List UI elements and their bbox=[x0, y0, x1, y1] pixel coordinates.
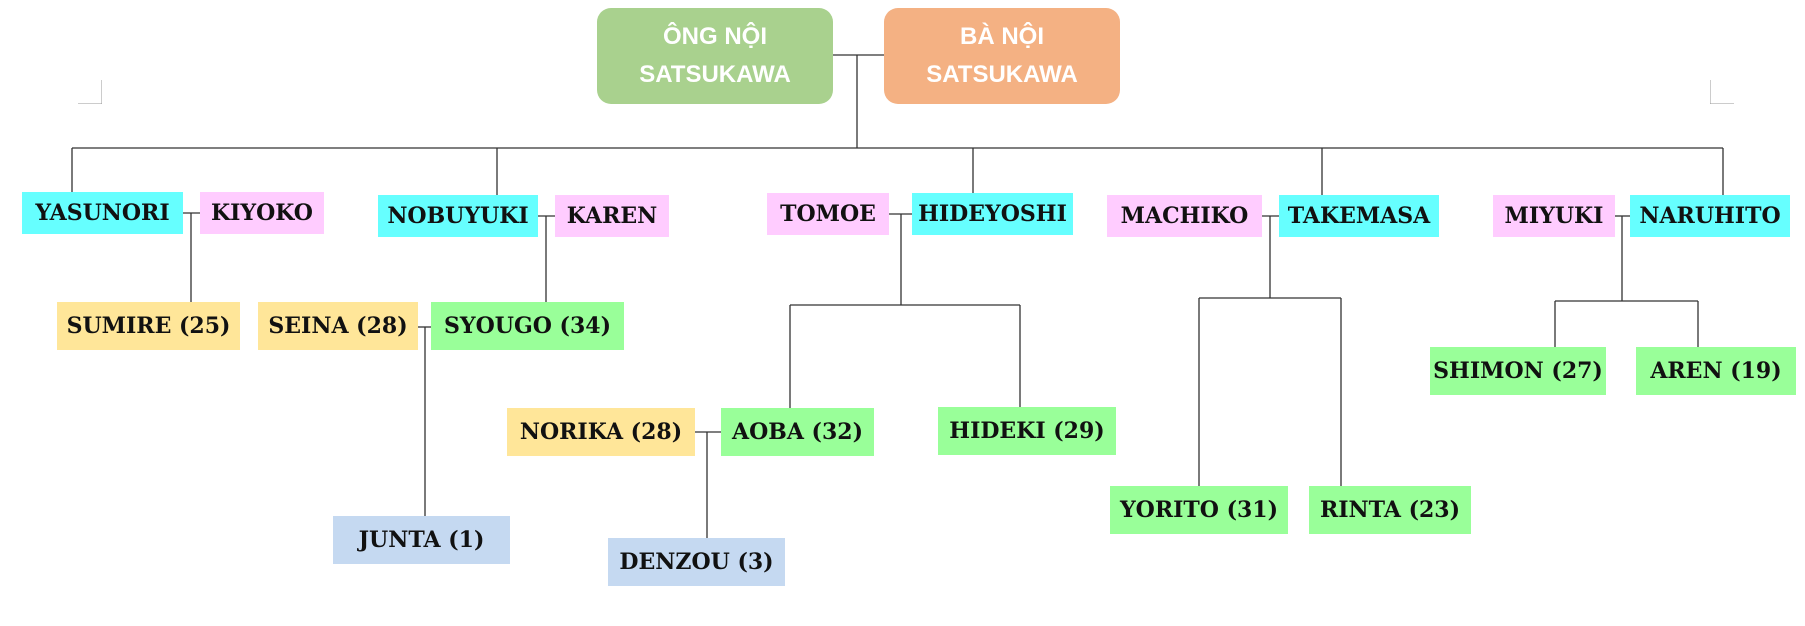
person-rinta: RINTA (23) bbox=[1309, 486, 1471, 534]
person-syougo: SYOUGO (34) bbox=[431, 302, 624, 350]
page-corner-mark-right bbox=[1710, 80, 1734, 104]
person-miyuki: MIYUKI bbox=[1493, 195, 1615, 237]
person-shimon: SHIMON (27) bbox=[1430, 347, 1606, 395]
grandfather-surname: SATSUKAWA bbox=[639, 61, 791, 88]
person-nobuyuki: NOBUYUKI bbox=[378, 195, 538, 237]
person-junta: JUNTA (1) bbox=[333, 516, 510, 564]
grandmother-node: BÀ NỘI SATSUKAWA bbox=[884, 8, 1120, 104]
person-hideyoshi: HIDEYOSHI bbox=[912, 193, 1073, 235]
grandmother-surname: SATSUKAWA bbox=[926, 61, 1078, 88]
person-aren: AREN (19) bbox=[1636, 347, 1796, 395]
page-corner-mark-left bbox=[78, 80, 102, 104]
person-yorito: YORITO (31) bbox=[1110, 486, 1288, 534]
grandmother-title: BÀ NỘI bbox=[960, 23, 1044, 50]
person-tomoe: TOMOE bbox=[767, 193, 889, 235]
grandfather-node: ÔNG NỘI SATSUKAWA bbox=[597, 8, 833, 104]
person-seina: SEINA (28) bbox=[258, 302, 418, 350]
person-aoba: AOBA (32) bbox=[721, 408, 874, 456]
person-naruhito: NARUHITO bbox=[1630, 195, 1790, 237]
person-takemasa: TAKEMASA bbox=[1279, 195, 1439, 237]
person-hideki: HIDEKI (29) bbox=[938, 407, 1116, 455]
person-sumire: SUMIRE (25) bbox=[57, 302, 240, 350]
person-machiko: MACHIKO bbox=[1107, 195, 1262, 237]
person-norika: NORIKA (28) bbox=[507, 408, 695, 456]
person-kiyoko: KIYOKO bbox=[200, 192, 324, 234]
person-karen: KAREN bbox=[555, 195, 669, 237]
person-yasunori: YASUNORI bbox=[22, 192, 183, 234]
person-denzou: DENZOU (3) bbox=[608, 538, 785, 586]
grandfather-title: ÔNG NỘI bbox=[662, 23, 767, 50]
